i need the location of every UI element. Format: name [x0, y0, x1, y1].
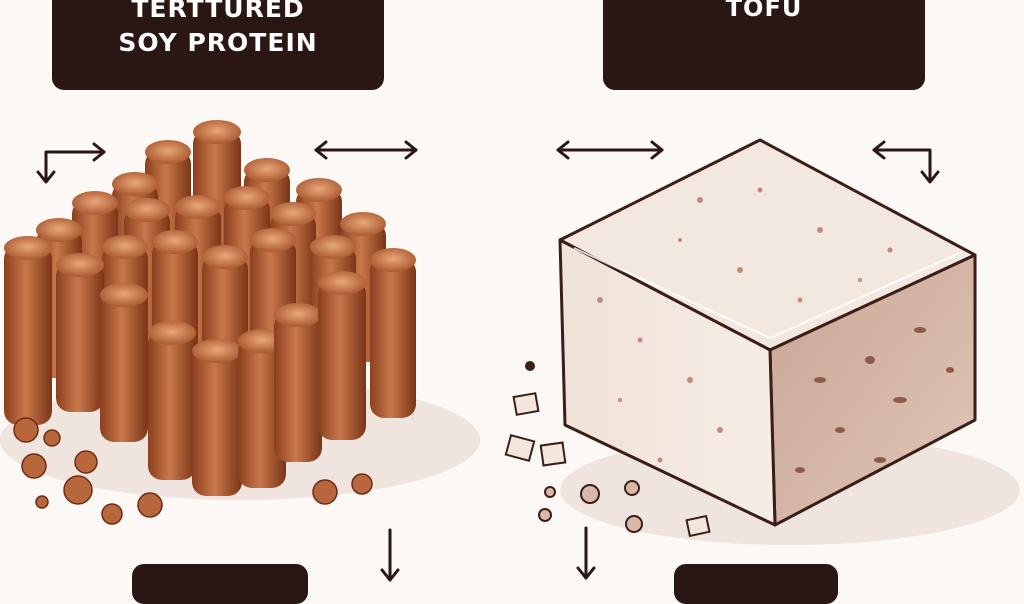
double-arrow-icon: [556, 140, 664, 160]
tsp-stick: [192, 339, 242, 496]
tofu-label: TOFU: [603, 0, 925, 90]
tofu-block: [558, 138, 977, 527]
label-line-1: TOFU: [725, 0, 803, 22]
tofu-side-pores: [795, 327, 954, 473]
bottom-left-label-box: [132, 564, 308, 604]
tsp-stick: [56, 253, 104, 412]
textured-soy-protein-stack: [4, 120, 416, 496]
tsp-stick: [318, 271, 366, 440]
label-line-1: TERTTURED: [131, 0, 305, 23]
bottom-right-label-box: [674, 564, 838, 604]
tsp-stick: [370, 248, 416, 418]
down-arrow-icon: [380, 528, 400, 582]
tsp-crumbs: [13, 417, 373, 525]
tsp-stick: [4, 236, 52, 425]
illustration-canvas: [0, 120, 1020, 582]
tsp-stick: [100, 283, 148, 442]
tofu-pores: [597, 187, 893, 463]
double-arrow-icon: [314, 140, 418, 160]
down-arrow-icon: [576, 526, 596, 580]
arrow-icon: [36, 142, 106, 184]
textured-soy-protein-label: TERTTURED SOY PROTEIN: [52, 0, 384, 90]
tsp-stick: [274, 303, 322, 462]
arrow-icon: [872, 140, 940, 184]
label-line-2: SOY PROTEIN: [118, 28, 318, 57]
tsp-stick: [148, 321, 196, 480]
tofu-crumbs: [504, 361, 711, 538]
